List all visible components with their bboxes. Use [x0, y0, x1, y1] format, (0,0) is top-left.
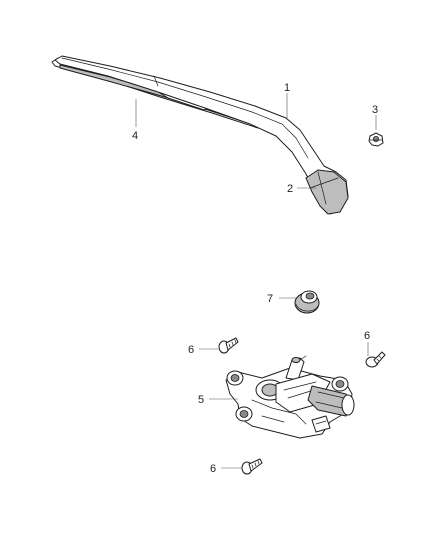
- callout-7: 7: [267, 293, 273, 305]
- bolt-right: [365, 351, 386, 368]
- nut: [368, 132, 384, 147]
- wiper-arm-assembly: [51, 55, 349, 215]
- callout-2: 2: [287, 183, 293, 195]
- wiper-arm: [54, 55, 349, 215]
- callout-3: 3: [372, 104, 378, 116]
- callout-6-upper-left: 6: [188, 344, 194, 356]
- callout-6-right: 6: [364, 330, 370, 342]
- bolt-lower: [241, 458, 263, 475]
- callout-5: 5: [198, 394, 204, 406]
- pivot-cover: [305, 169, 349, 215]
- bolt-upper-left: [218, 337, 239, 354]
- callout-4: 4: [132, 130, 138, 142]
- callout-1: 1: [284, 82, 290, 94]
- callout-6-lower: 6: [210, 463, 216, 475]
- grommet: [294, 290, 320, 314]
- wiper-motor: [225, 355, 355, 439]
